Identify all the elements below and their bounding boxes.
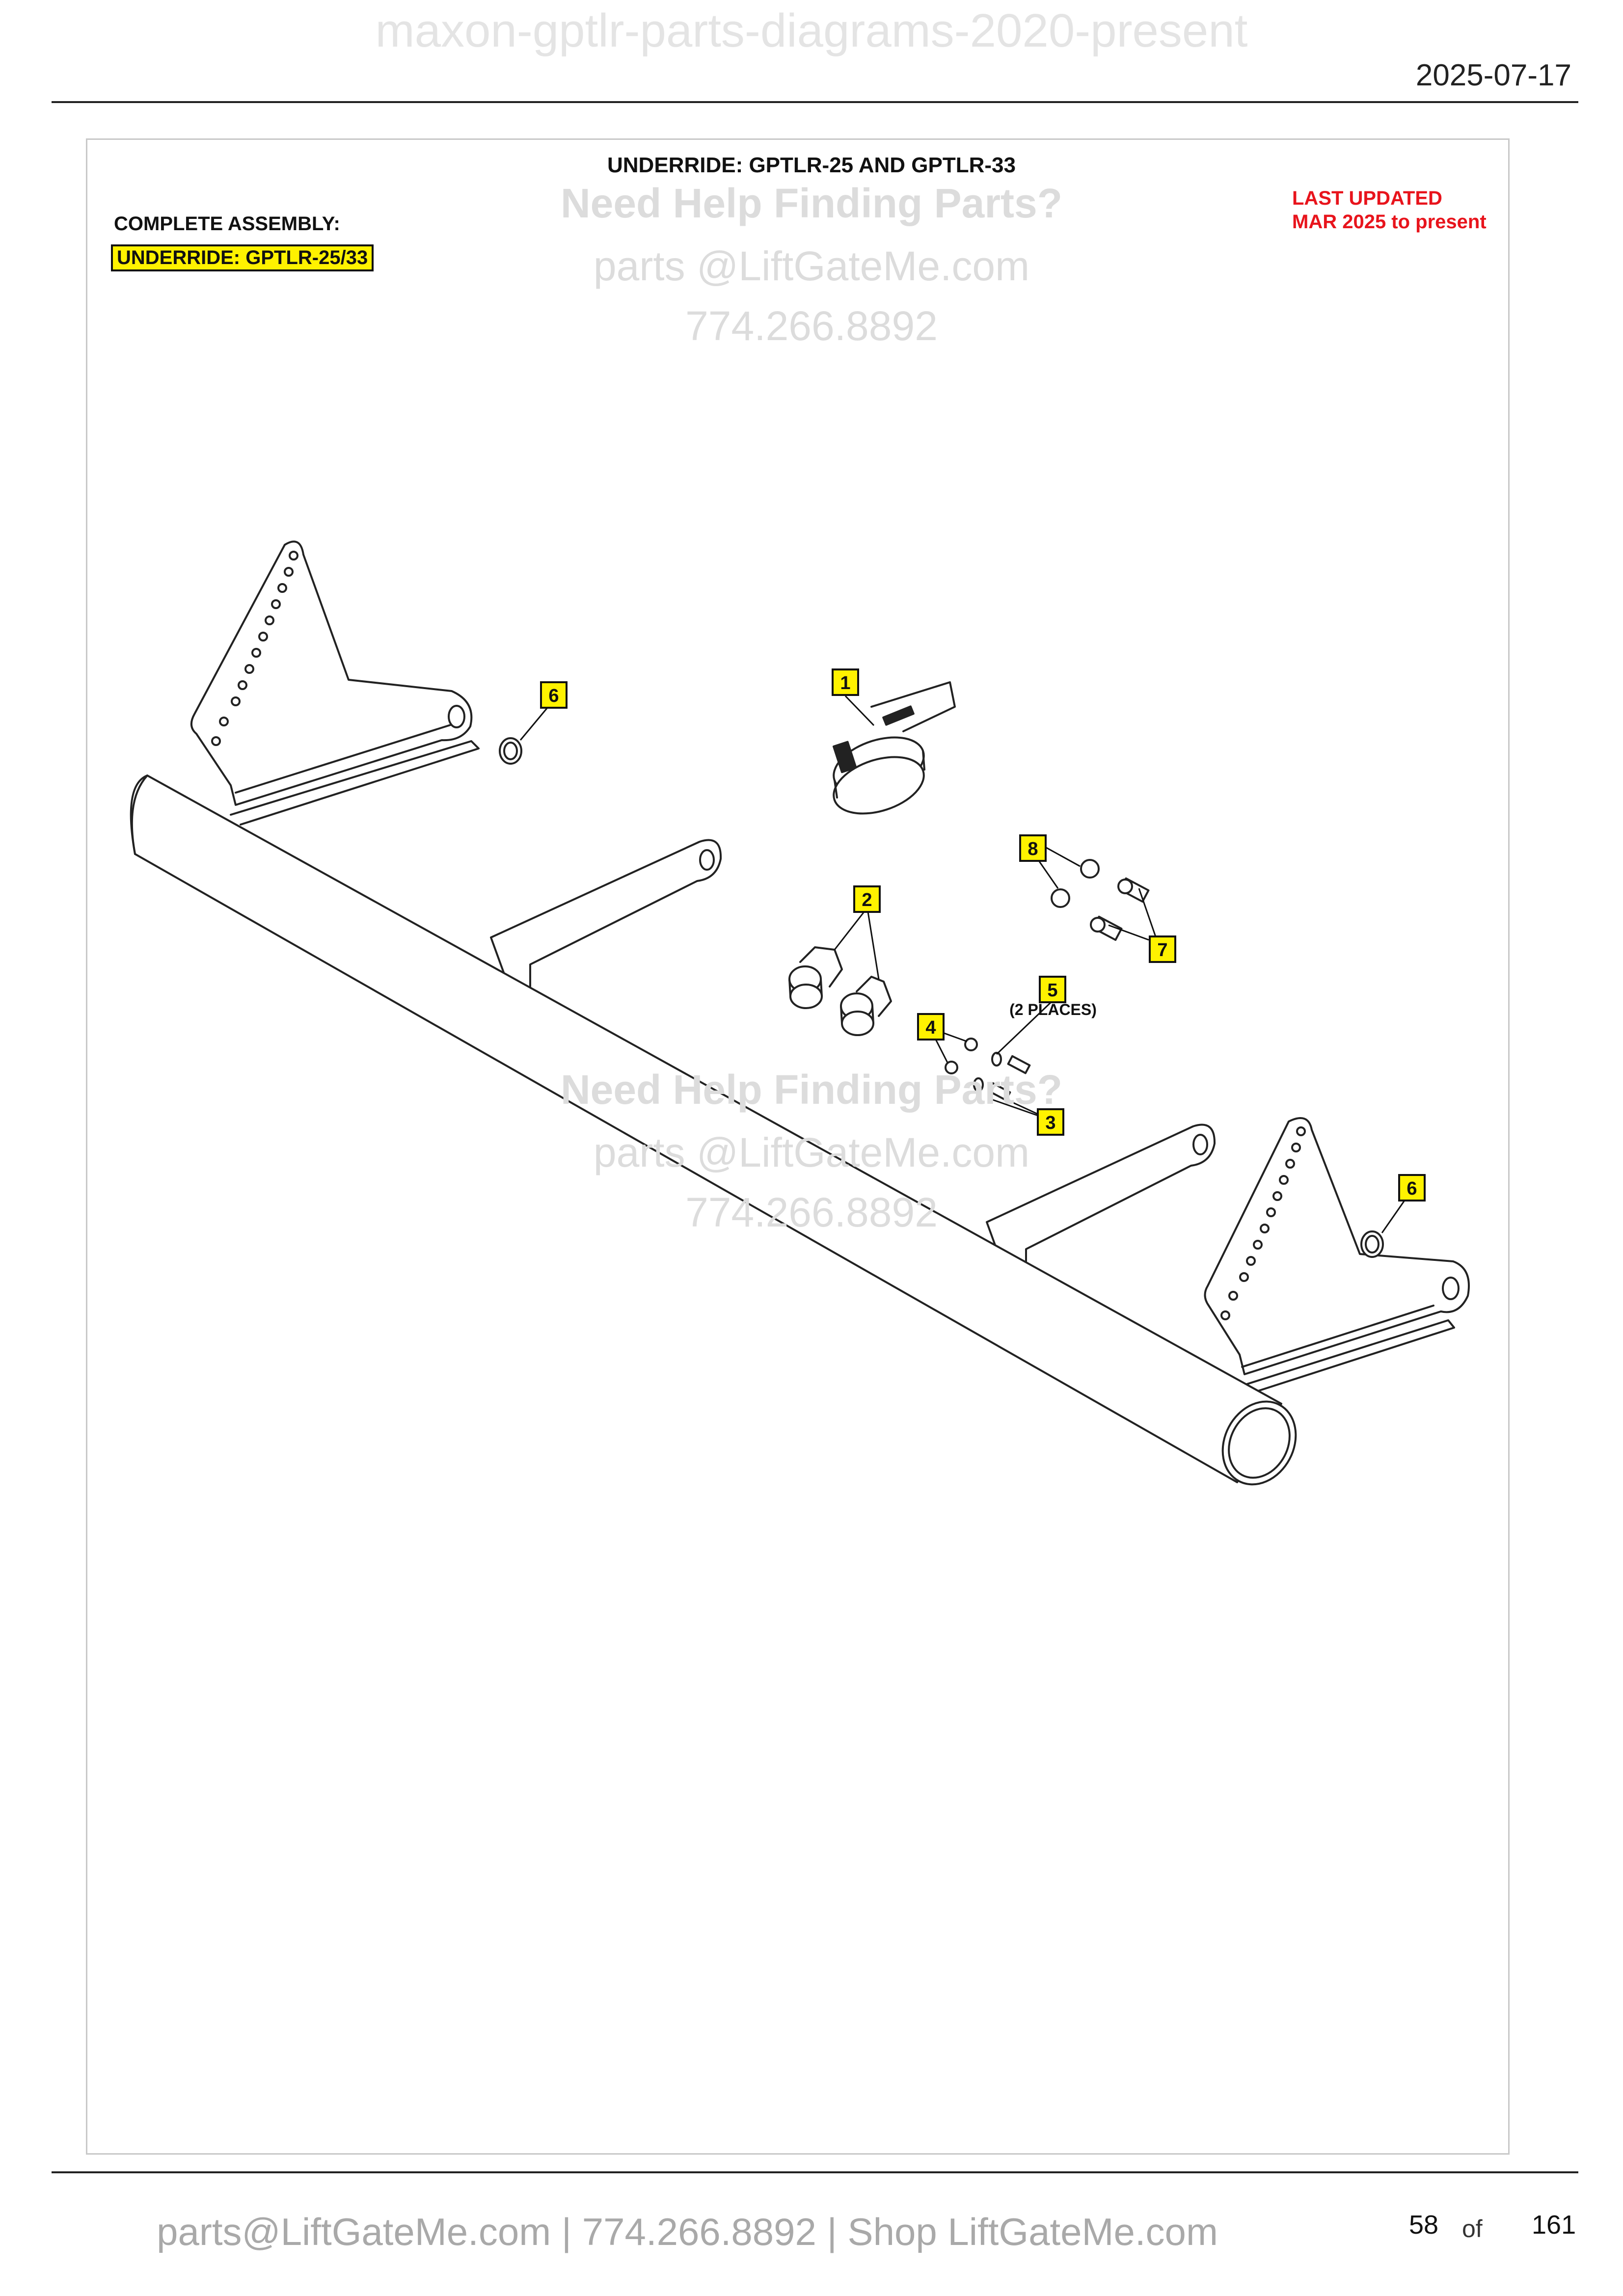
parts-3-4-5-small-hardware — [945, 1038, 1031, 1101]
svg-text:5: 5 — [1047, 980, 1057, 1001]
svg-text:3: 3 — [1045, 1113, 1055, 1133]
callout-tag-6-left: 6 — [540, 681, 568, 709]
svg-text:7: 7 — [1157, 940, 1167, 961]
watermark-phone-middle: 774.266.8892 — [685, 1189, 938, 1235]
svg-text:1: 1 — [840, 673, 850, 694]
part-2-bushings — [788, 946, 892, 1036]
part-6-pivot-rings — [499, 737, 1384, 1258]
assembly-label: COMPLETE ASSEMBLY: — [114, 213, 340, 235]
svg-text:8: 8 — [1028, 839, 1038, 859]
svg-text:2: 2 — [862, 890, 872, 910]
svg-text:4: 4 — [925, 1017, 936, 1038]
callout-tag-7: 7 — [1149, 935, 1176, 963]
callout-tag-6-right: 6 — [1398, 1174, 1426, 1201]
callout-tag-3: 3 — [1037, 1108, 1064, 1136]
two-places-note: (2 PLACES) — [1009, 1001, 1097, 1018]
watermark-phone-top: 774.266.8892 — [685, 303, 938, 349]
callout-tag-4: 4 — [917, 1013, 945, 1041]
parts-7-8-large-bolts-nuts — [1051, 859, 1150, 941]
callout-tag-1: 1 — [832, 668, 859, 696]
diagram-frame — [86, 138, 1510, 2155]
last-updated-label: LAST UPDATED — [1292, 187, 1442, 209]
svg-text:6: 6 — [1407, 1178, 1417, 1199]
watermark-help-middle: Need Help Finding Parts? — [560, 1067, 1063, 1113]
left-inner-arm — [490, 839, 722, 992]
page-total: 161 — [1532, 2210, 1576, 2240]
watermark-email-top: parts @LiftGateMe.com — [593, 243, 1030, 289]
part-1-clamp-band — [833, 681, 956, 815]
callout-tag-5: 5 — [1039, 976, 1066, 1003]
page-of-label: of — [1462, 2215, 1483, 2243]
right-inner-arm — [986, 1123, 1216, 1277]
left-mounting-bracket — [190, 540, 480, 826]
last-updated-range: MAR 2025 to present — [1292, 211, 1487, 233]
right-mounting-bracket — [1204, 1117, 1470, 1394]
main-underride-tube — [130, 774, 1297, 1486]
footer-rule — [52, 2171, 1578, 2173]
watermark-email-middle: parts @LiftGateMe.com — [593, 1129, 1030, 1175]
callout-tag-2: 2 — [853, 885, 881, 913]
callout-tag-8: 8 — [1019, 834, 1047, 862]
watermark-help-top: Need Help Finding Parts? — [560, 180, 1063, 226]
document-title: maxon-gptlr-parts-diagrams-2020-present — [375, 4, 1248, 57]
svg-text:6: 6 — [548, 686, 559, 706]
assembly-name-highlight: UNDERRIDE: GPTLR-25/33 — [111, 244, 374, 271]
diagram-title: UNDERRIDE: GPTLR-25 AND GPTLR-33 — [607, 153, 1016, 177]
page-number: 58 — [1409, 2210, 1439, 2240]
header-rule — [52, 101, 1578, 103]
footer-contact: parts@LiftGateMe.com | 774.266.8892 | Sh… — [157, 2210, 1218, 2253]
document-date: 2025-07-17 — [1415, 58, 1571, 92]
